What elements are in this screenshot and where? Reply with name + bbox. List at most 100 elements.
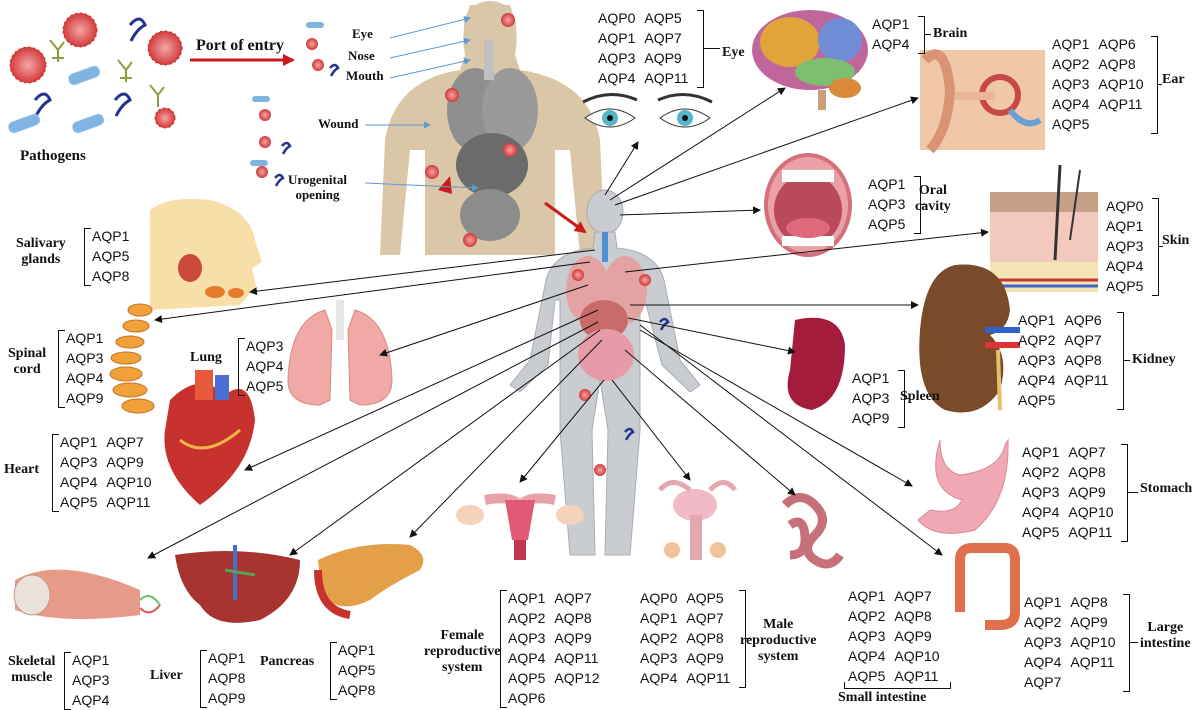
aqp-entry: AQP6 <box>1098 36 1136 52</box>
ear-bracket-stub <box>1158 84 1162 85</box>
aqp-entry: AQP4 <box>60 474 98 490</box>
brain-bracket-stub <box>925 34 931 35</box>
aqp-entry: AQP5 <box>1052 116 1090 132</box>
ear-bracket <box>1151 36 1158 134</box>
spleen-bracket-stub <box>905 398 909 399</box>
aqp-entry: AQP8 <box>1098 56 1136 72</box>
pancreas-bracket <box>330 642 337 700</box>
lung-bracket <box>238 338 245 396</box>
aqp-entry: AQP1 <box>92 228 130 244</box>
route-mouth: Mouth <box>346 68 384 83</box>
aqp-entry: AQP5 <box>1022 524 1060 540</box>
aqp-entry: AQP9 <box>894 628 932 644</box>
aqp-entry: AQP0 <box>598 10 636 26</box>
aqp-entry: AQP5 <box>508 670 546 686</box>
aqp-entry: AQP5 <box>246 378 284 394</box>
aqp-entry: AQP2 <box>640 630 678 646</box>
kidney-bracket <box>1117 312 1124 410</box>
eye-illustration <box>582 93 713 128</box>
pathogens-illustration <box>8 12 183 134</box>
aqp-entry: AQP4 <box>246 358 284 374</box>
oral-name: Oral cavity <box>915 183 951 214</box>
eye-name: Eye <box>722 45 745 60</box>
aqp-entry: AQP11 <box>554 650 599 666</box>
aqp-entry: AQP9 <box>644 50 682 66</box>
aqp-entry: AQP7 <box>1068 444 1106 460</box>
pancreas-name: Pancreas <box>260 654 315 669</box>
eye-bracket <box>697 10 704 88</box>
small-bracket <box>844 682 951 689</box>
spleen-name: Spleen <box>900 389 940 404</box>
aqp-entry: AQP9 <box>1068 484 1106 500</box>
aqp-entry: AQP3 <box>868 196 906 212</box>
aqp-entry: AQP5 <box>1106 278 1144 294</box>
aqp-entry: AQP8 <box>92 268 130 284</box>
aqp-entry: AQP1 <box>852 370 890 386</box>
aqp-entry: AQP8 <box>1064 352 1102 368</box>
aqp-entry: AQP3 <box>246 338 284 354</box>
aqp-entry: AQP3 <box>60 454 98 470</box>
aqp-entry: AQP7 <box>686 610 724 626</box>
skeletal-muscle-illustration <box>13 569 161 619</box>
eye-bracket-stub <box>704 48 720 49</box>
stomach-bracket-stub <box>1128 492 1138 493</box>
aqp-entry: AQP11 <box>644 70 689 86</box>
aqp-entry: AQP8 <box>1068 464 1106 480</box>
oral-bracket-stub <box>921 204 925 205</box>
route-urogenital: Urogenital opening <box>288 172 347 202</box>
aqp-entry: AQP10 <box>1070 634 1116 650</box>
pancreas-illustration <box>314 544 424 619</box>
aqp-entry: AQP1 <box>1024 594 1062 610</box>
organ-connector-arrows <box>147 87 989 559</box>
aqp-entry: AQP9 <box>208 690 246 706</box>
central-body-figure <box>509 189 701 556</box>
aqp-entry: AQP2 <box>1052 56 1090 72</box>
aqp-entry: AQP7 <box>554 590 592 606</box>
aqp-entry: AQP1 <box>72 652 110 668</box>
spinal-name: Spinal cord <box>8 346 47 377</box>
stomach-bracket <box>1121 444 1128 542</box>
aqp-entry: AQP11 <box>1070 654 1115 670</box>
aqp-entry: AQP9 <box>686 650 724 666</box>
spinal-cord-illustration <box>109 303 155 414</box>
aqp-entry: AQP10 <box>106 474 152 490</box>
aqp-entry: AQP8 <box>1070 594 1108 610</box>
aqp-entry: AQP5 <box>92 248 130 264</box>
aqp-entry: AQP2 <box>1024 614 1062 630</box>
aqp-entry: AQP11 <box>1064 372 1109 388</box>
lung-name: Lung <box>190 350 222 365</box>
aqp-entry: AQP1 <box>640 610 678 626</box>
aqp-entry: AQP1 <box>598 30 636 46</box>
large-bracket <box>1123 594 1130 692</box>
aqp-entry: AQP9 <box>66 390 104 406</box>
salivary-name: Salivary glands <box>16 236 66 267</box>
heart-name: Heart <box>4 462 39 477</box>
aqp-entry: AQP7 <box>1024 674 1062 690</box>
aqp-entry: AQP1 <box>1052 36 1090 52</box>
aqp-entry: AQP0 <box>1106 198 1144 214</box>
aqp-entry: AQP7 <box>106 434 144 450</box>
aqp-entry: AQP3 <box>848 628 886 644</box>
stomach-illustration <box>917 438 1009 534</box>
aqp-entry: AQP1 <box>868 176 906 192</box>
